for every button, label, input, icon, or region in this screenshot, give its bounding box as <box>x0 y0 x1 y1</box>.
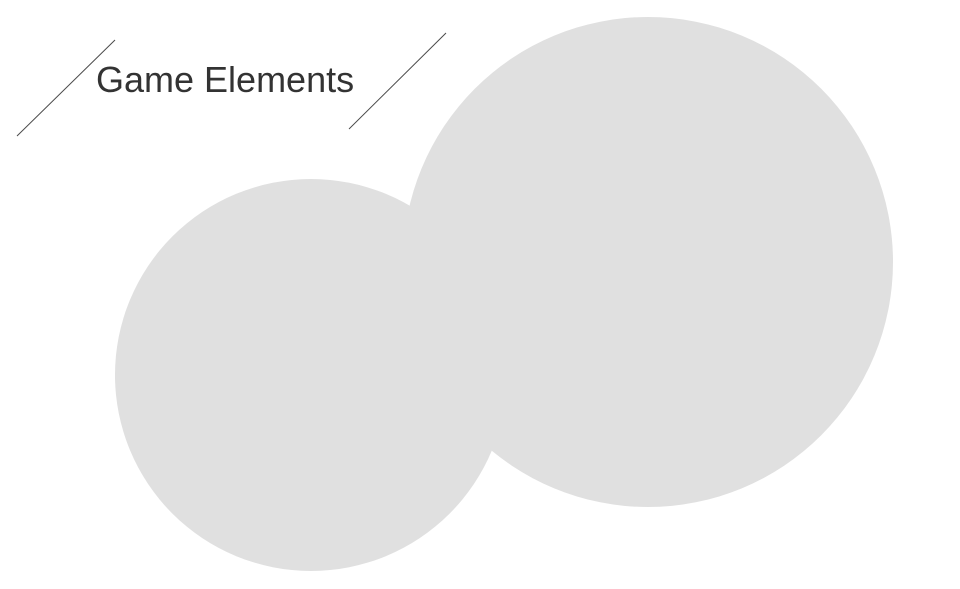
title-left-diagonal-line <box>16 39 116 137</box>
small-circle-shape <box>115 179 507 571</box>
large-circle-shape <box>403 17 893 507</box>
slide-title: Game Elements <box>96 59 355 100</box>
title-right-diagonal-line <box>348 32 447 130</box>
